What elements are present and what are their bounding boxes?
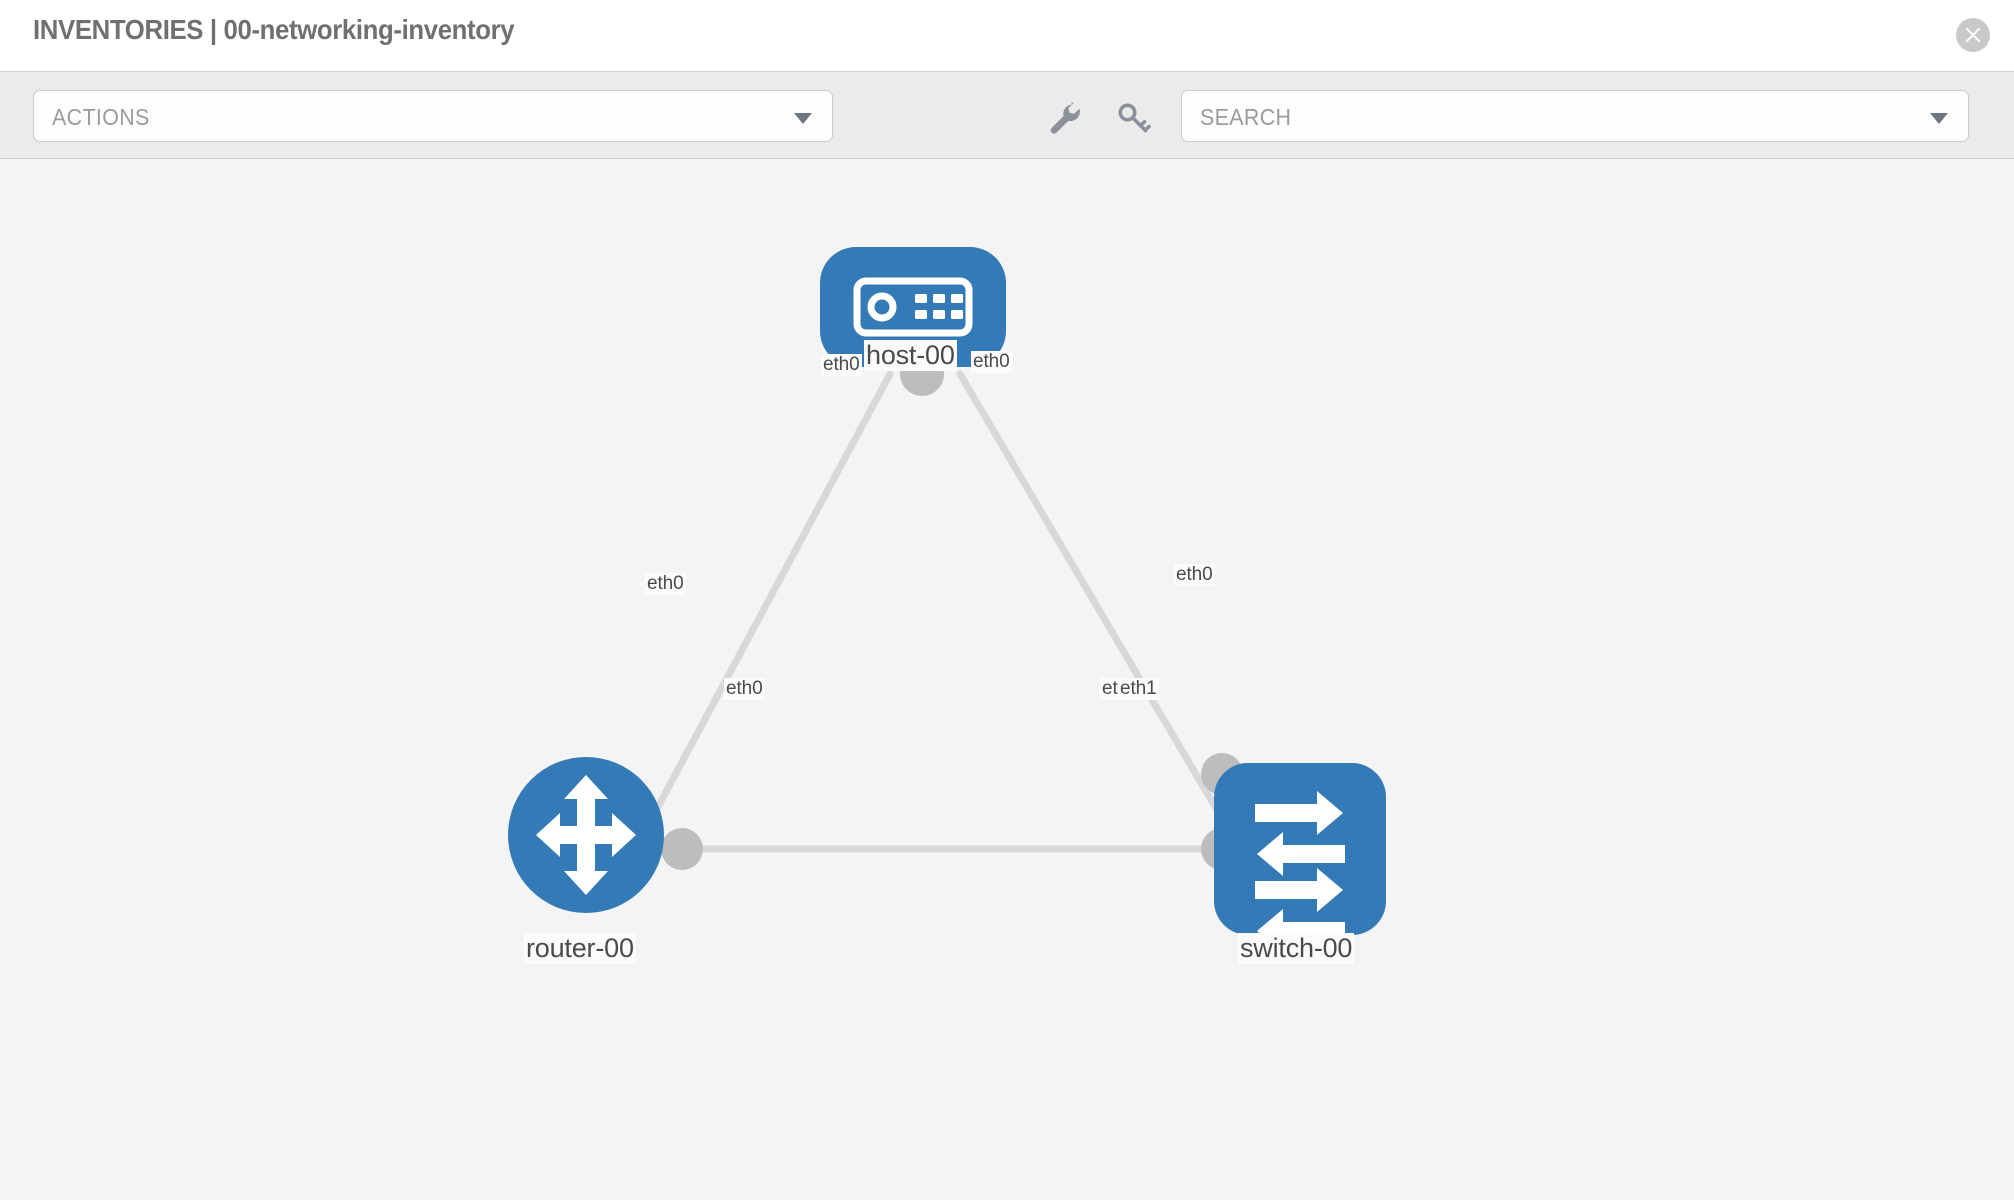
- search-placeholder: SEARCH: [1200, 104, 1292, 130]
- node-label-host-00[interactable]: host-00: [864, 340, 957, 371]
- search-input[interactable]: SEARCH: [1181, 90, 1969, 142]
- iface-label-switch-eth1-horiz: eth1: [1118, 678, 1159, 700]
- key-icon[interactable]: [1113, 98, 1153, 138]
- node-label-router-00[interactable]: router-00: [524, 933, 636, 964]
- iface-label-host-eth0-right: eth0: [971, 351, 1012, 373]
- close-icon[interactable]: [1956, 18, 1990, 52]
- actions-dropdown-label: ACTIONS: [52, 104, 150, 130]
- node-host-00: [820, 247, 1006, 367]
- title-bar: INVENTORIES | 00-networking-inventory: [0, 0, 2014, 71]
- node-router-00: [508, 757, 664, 913]
- node-switch-00: [1214, 763, 1386, 953]
- iface-label-router-eth0-horiz: eth0: [724, 678, 765, 700]
- iface-label-router-eth0-diag: eth0: [645, 573, 686, 595]
- topology-ports: [661, 352, 1243, 870]
- iface-label-host-eth0-left: eth0: [821, 354, 862, 376]
- page-title: INVENTORIES | 00-networking-inventory: [33, 14, 515, 45]
- actions-dropdown[interactable]: ACTIONS: [33, 90, 833, 142]
- wrench-icon[interactable]: [1044, 98, 1084, 138]
- topology-canvas[interactable]: host-00 router-00 switch-00 eth0 eth0 et…: [0, 159, 2014, 1200]
- port-router-eth0: [661, 828, 703, 870]
- iface-label-switch-eth0-diag: eth0: [1174, 564, 1215, 586]
- chevron-down-icon: [1930, 113, 1948, 124]
- link-host-switch: [956, 370, 1244, 853]
- node-label-switch-00[interactable]: switch-00: [1238, 933, 1355, 964]
- toolbar: ACTIONS SEARCH: [0, 71, 2014, 159]
- chevron-down-icon: [794, 113, 812, 124]
- topology-links: [626, 370, 1244, 863]
- link-host-router: [626, 370, 894, 863]
